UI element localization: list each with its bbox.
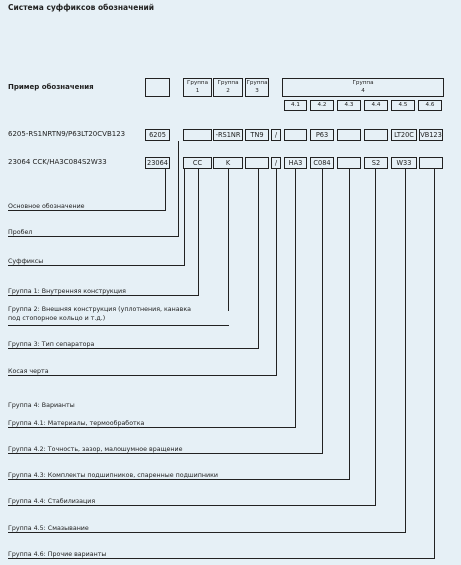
group-4-header-number: 4 [361, 88, 365, 94]
connector-base [165, 169, 166, 211]
row2-group4-1-cell: HA3 [284, 157, 307, 169]
row2-group4-2-cell: C084 [310, 157, 334, 169]
row2-group4-4-cell: S2 [364, 157, 388, 169]
connector-group2 [228, 169, 229, 311]
label-base-designation: Основное обозначение [8, 203, 85, 210]
label-group4-6: Группа 4.6: Прочие варианты [8, 551, 107, 558]
connector-group3 [258, 169, 259, 349]
row2-base-cell: 23064 [145, 157, 170, 169]
row1-group4-4-cell [364, 129, 388, 141]
row2-group2-cell: K [213, 157, 243, 169]
label-group2-line1: Группа 2: Внешняя конструкция (уплотнени… [8, 306, 192, 313]
row2-group4-6-cell [419, 157, 443, 169]
group-3-header-label: Группа [246, 80, 268, 86]
underline-group3 [8, 348, 259, 349]
designation-example-1: 6205-RS1NRTN9/P63LT20CVB123 [8, 130, 126, 138]
label-slash: Косая черта [8, 368, 49, 375]
label-group1: Группа 1: Внутренняя конструкция [8, 288, 126, 295]
subgroup-4-6-header: 4.6 [418, 100, 442, 111]
row1-group1-cell [183, 129, 212, 141]
connector-suffixes [184, 169, 185, 266]
base-designation-header-box [145, 78, 170, 97]
row1-group4-5-cell: LT20C [391, 129, 417, 141]
underline-slash [8, 375, 277, 376]
underline-base [8, 210, 166, 211]
underline-group4-3 [8, 479, 350, 480]
group-1-header: Группа 1 [183, 78, 212, 97]
subgroup-4-5-header: 4.5 [391, 100, 415, 111]
underline-group4-4 [8, 505, 376, 506]
group-3-header: Группа 3 [245, 78, 269, 97]
label-group4-2: Группа 4.2: Точность, зазор, малошумное … [8, 446, 183, 453]
underline-group1 [8, 295, 199, 296]
row1-slash-cell: / [271, 129, 281, 141]
row2-group1-cell: CC [183, 157, 212, 169]
connector-group4-3 [349, 169, 350, 480]
underline-group2 [8, 325, 229, 326]
row1-group4-6-cell: VB123 [419, 129, 443, 141]
row1-base-cell: 6205 [145, 129, 170, 141]
group-2-header-number: 2 [226, 88, 230, 94]
connector-group4-6 [434, 169, 435, 559]
underline-group4-2 [8, 453, 323, 454]
row2-group4-3-cell [337, 157, 361, 169]
connector-group4-2 [322, 169, 323, 454]
connector-space [178, 141, 179, 237]
connector-group4-1 [295, 169, 296, 428]
label-group3: Группа 3: Тип сепаратора [8, 341, 95, 348]
subgroup-4-3-header: 4.3 [337, 100, 361, 111]
underline-suffixes [8, 265, 185, 266]
connector-slash [276, 169, 277, 376]
group-1-header-label: Группа [186, 80, 208, 86]
row1-group4-1-cell [284, 129, 307, 141]
underline-group4-5 [8, 532, 406, 533]
page-title: Система суффиксов обозначений [8, 3, 155, 12]
subgroup-4-4-header: 4.4 [364, 100, 388, 111]
designation-example-2: 23064 CCK/HA3C084S2W33 [8, 158, 107, 166]
row1-group2-cell: -RS1NR [213, 129, 243, 141]
label-group4: Группа 4: Варианты [8, 402, 75, 409]
underline-space [8, 236, 179, 237]
label-group4-5: Группа 4.5: Смазывание [8, 525, 89, 532]
label-group4-4: Группа 4.4: Стабилизация [8, 498, 96, 505]
label-suffixes: Суффиксы [8, 258, 44, 265]
underline-group4-1 [8, 427, 296, 428]
group-2-header-label: Группа [217, 80, 239, 86]
example-label: Пример обозначения [8, 83, 94, 91]
connector-group4-4 [375, 169, 376, 506]
label-group4-3: Группа 4.3: Комплекты подшипников, спаре… [8, 472, 218, 479]
row2-slash-cell: / [271, 157, 281, 169]
row1-group4-2-cell: P63 [310, 129, 334, 141]
subgroup-4-1-header: 4.1 [284, 100, 307, 111]
underline-group4-6 [8, 558, 435, 559]
label-group4-1: Группа 4.1: Материалы, термообработка [8, 420, 145, 427]
connector-group1 [198, 169, 199, 296]
group-4-header: Группа 4 [282, 78, 444, 97]
row2-group4-5-cell: W33 [391, 157, 417, 169]
label-group2-line2: под стопорное кольцо и т.д.) [8, 315, 106, 322]
group-3-header-number: 3 [255, 88, 259, 94]
group-4-header-label: Группа [352, 80, 374, 86]
row1-group3-cell: TN9 [245, 129, 269, 141]
group-1-header-number: 1 [195, 88, 200, 94]
row2-group3-cell [245, 157, 269, 169]
row1-group4-3-cell [337, 129, 361, 141]
subgroup-4-2-header: 4.2 [310, 100, 334, 111]
label-space: Пробел [8, 229, 33, 236]
connector-group4-5 [405, 169, 406, 533]
group-2-header: Группа 2 [213, 78, 243, 97]
